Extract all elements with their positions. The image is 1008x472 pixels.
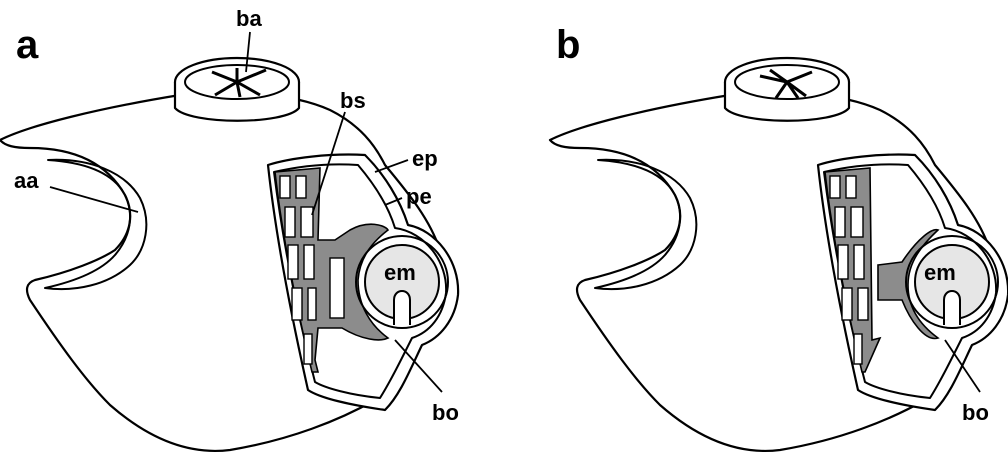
label-ep: ep bbox=[412, 146, 438, 171]
panel-letter-b: b bbox=[556, 23, 580, 67]
embryo-notch-b bbox=[944, 291, 960, 325]
label-aa: aa bbox=[14, 168, 39, 193]
label-em-b: em bbox=[924, 260, 956, 285]
panel-a bbox=[0, 32, 458, 451]
label-bs: bs bbox=[340, 88, 366, 113]
label-bo-b: bo bbox=[962, 400, 989, 425]
label-ba: ba bbox=[236, 6, 262, 31]
label-pe: pe bbox=[406, 184, 432, 209]
label-em-a: em bbox=[384, 260, 416, 285]
label-bo-a: bo bbox=[432, 400, 459, 425]
embryo-notch bbox=[394, 291, 410, 325]
panel-letter-a: a bbox=[16, 23, 39, 67]
panel-b bbox=[550, 58, 1008, 451]
